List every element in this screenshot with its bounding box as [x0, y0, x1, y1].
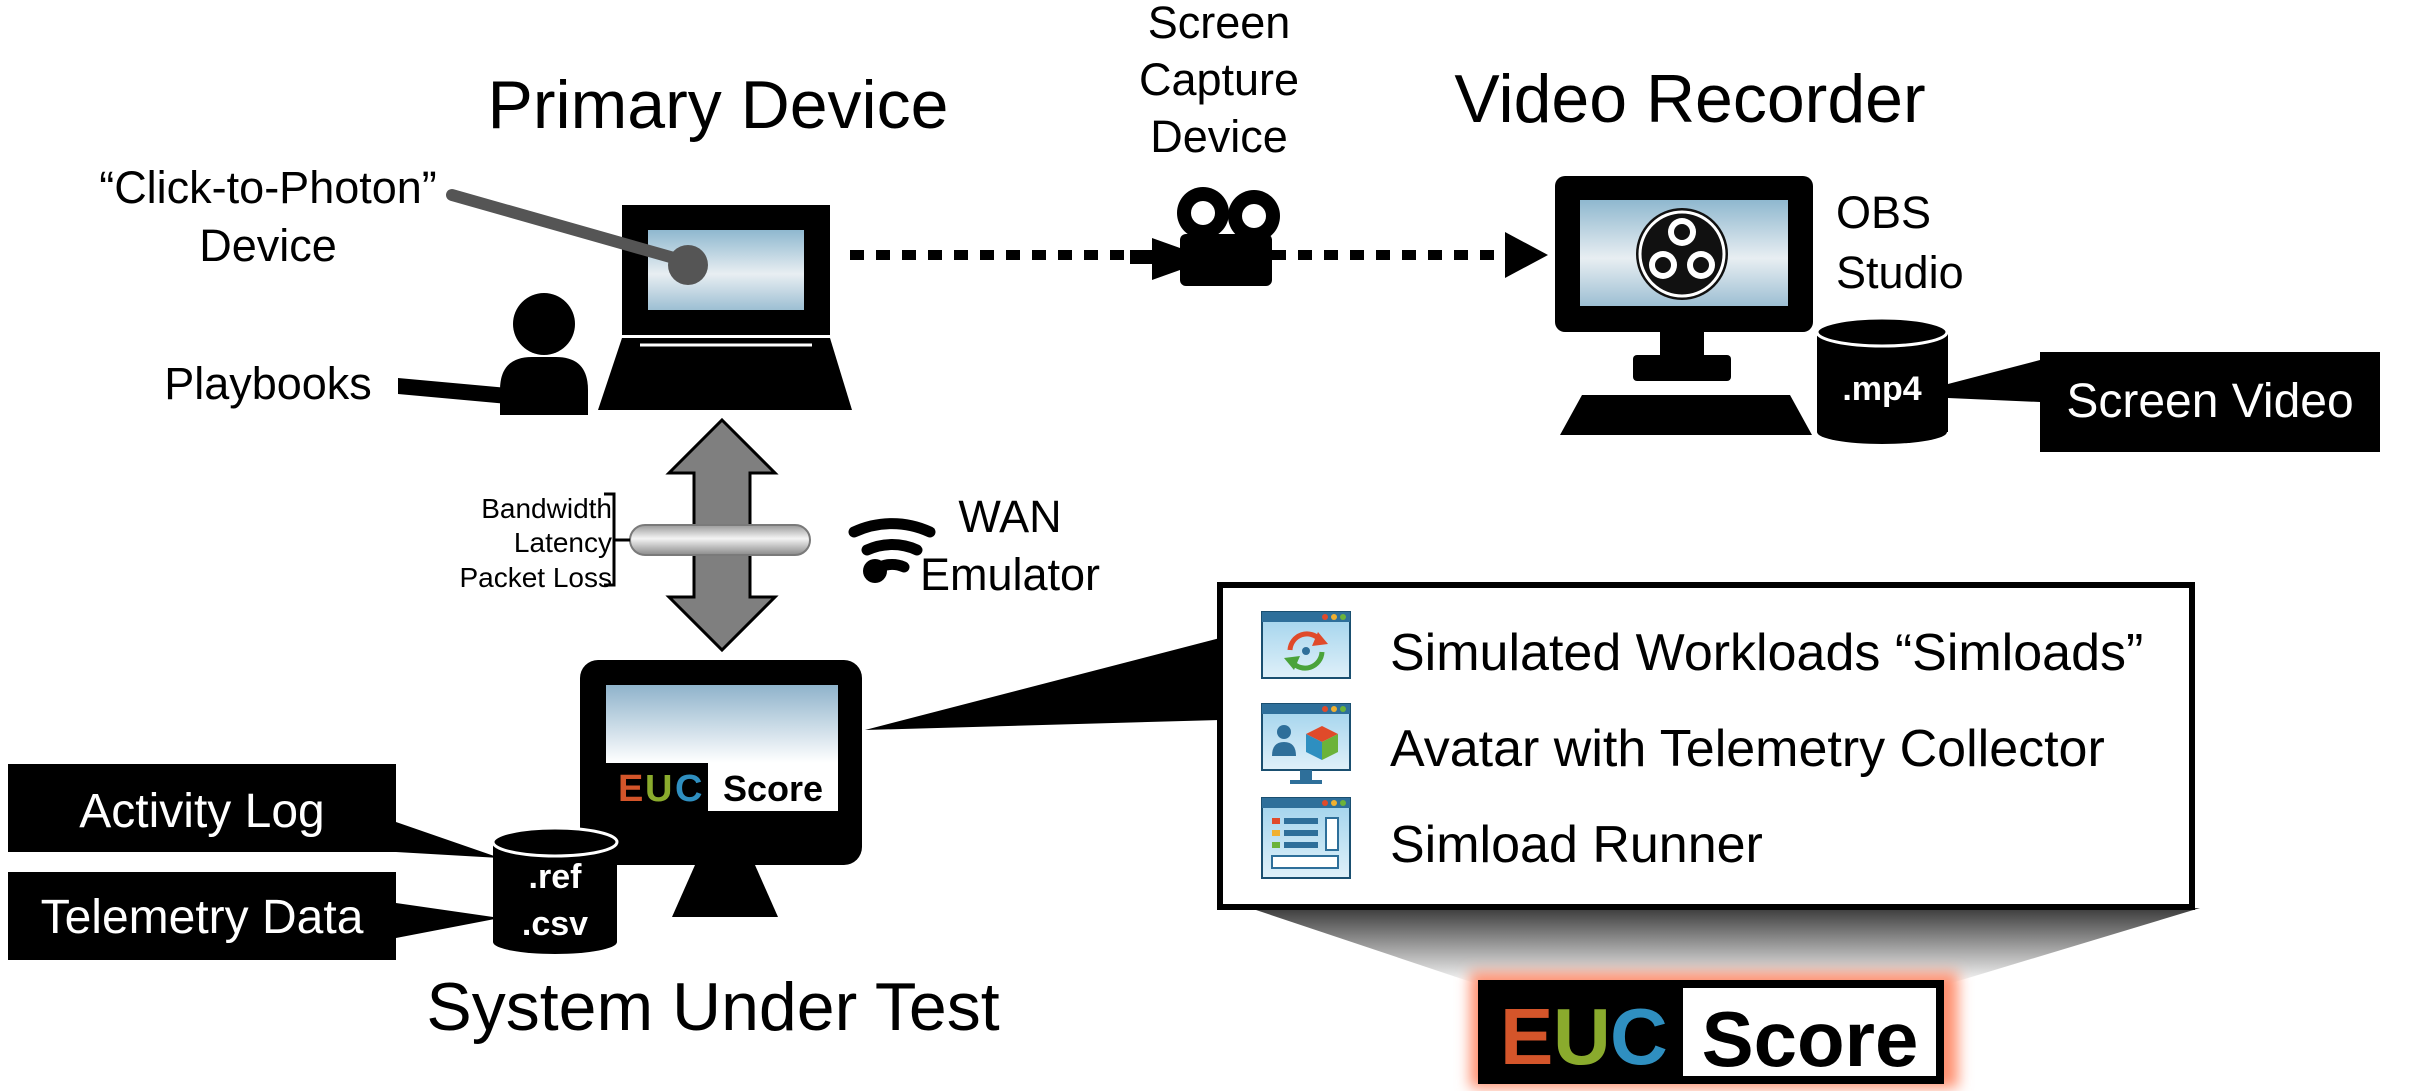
wifi-dot: [863, 559, 887, 583]
playbooks-label: Playbooks: [164, 358, 372, 409]
mp4-label: .mp4: [1842, 370, 1921, 408]
logo-letter-u: U: [1553, 992, 1611, 1081]
telemetry-data-box: [8, 872, 396, 960]
simload-refresh-icon: [1261, 611, 1351, 679]
mp4-database-icon: [1815, 316, 1949, 444]
screen-capture-label: Screen Capture Device: [1139, 0, 1299, 162]
screen-capture-line-3: Device: [1150, 111, 1288, 162]
latency-label: Latency: [514, 527, 612, 558]
wan-line-2: Emulator: [920, 549, 1100, 600]
components-callout-box: [1217, 582, 2195, 910]
capture-arrow-head: [1505, 232, 1548, 278]
screen-video-label: Screen Video: [2066, 375, 2353, 428]
logo-score: Score: [1702, 995, 1919, 1083]
sut-logo-c: C: [675, 768, 702, 810]
laptop-icon: [598, 205, 852, 410]
click-to-photon-sensor-icon: [668, 245, 708, 285]
activity-log-box: [8, 764, 396, 852]
network-conditions-label: Bandwidth Latency Packet Loss: [459, 493, 612, 593]
telemetry-data-label: Telemetry Data: [41, 891, 364, 944]
click-to-photon-label: “Click-to-Photon” Device: [99, 162, 437, 271]
user-icon: [500, 293, 588, 415]
video-camera-icon: [1130, 187, 1280, 286]
network-conditions-bracket: [604, 492, 630, 587]
avatar-telemetry-icon: [1261, 703, 1351, 784]
primary-device-title: Primary Device: [488, 67, 949, 143]
obs-studio-label: OBS Studio: [1836, 187, 1964, 298]
video-recorder-title: Video Recorder: [1454, 61, 1925, 137]
logo-letter-c: C: [1610, 992, 1668, 1081]
sut-monitor-icon: [580, 660, 862, 917]
ref-csv-database-icon: [491, 826, 619, 954]
logo-letter-e: E: [1500, 992, 1553, 1081]
click-to-photon-line-1: “Click-to-Photon”: [99, 162, 437, 213]
screen-video-box: [2040, 352, 2380, 452]
component-label-simloads: Simulated Workloads “Simloads”: [1390, 624, 2143, 682]
click-to-photon-line-2: Device: [199, 220, 337, 271]
sut-logo-score: Score: [723, 768, 823, 809]
component-label-avatar: Avatar with Telemetry Collector: [1390, 720, 2105, 778]
system-under-test-title: System Under Test: [426, 969, 999, 1045]
sut-logo-u: U: [645, 768, 672, 810]
component-label-runner: Simload Runner: [1390, 816, 1763, 874]
runner-list-icon: [1261, 797, 1351, 879]
network-pipe: [629, 524, 811, 556]
activity-log-pointer: [396, 822, 500, 858]
click-to-photon-pointer: [446, 189, 694, 268]
screen-capture-line-1: Screen: [1148, 0, 1291, 48]
obs-line-2: Studio: [1836, 247, 1964, 298]
wifi-icon: [848, 518, 936, 573]
screen-video-pointer: [1948, 360, 2040, 402]
activity-log-label: Activity Log: [79, 785, 324, 838]
csv-label: .csv: [522, 905, 588, 943]
wan-emulator-label: WAN Emulator: [920, 491, 1100, 600]
callout-pointer-to-components: [865, 638, 1220, 730]
telemetry-data-pointer: [396, 903, 500, 938]
obs-line-1: OBS: [1836, 187, 1931, 238]
bandwidth-label: Bandwidth: [481, 493, 612, 524]
packet-loss-label: Packet Loss: [459, 562, 612, 593]
wan-line-1: WAN: [958, 491, 1061, 542]
playbooks-pointer: [398, 378, 508, 404]
ref-label: .ref: [529, 858, 583, 896]
screen-capture-line-2: Capture: [1139, 54, 1299, 105]
sut-euc-score-logo: E U C Score: [618, 768, 823, 810]
sut-logo-e: E: [618, 768, 643, 810]
obs-logo-icon: [1636, 208, 1728, 300]
callout-cone: [1250, 908, 2200, 985]
euc-score-logo: E U C Score: [1478, 980, 1944, 1084]
